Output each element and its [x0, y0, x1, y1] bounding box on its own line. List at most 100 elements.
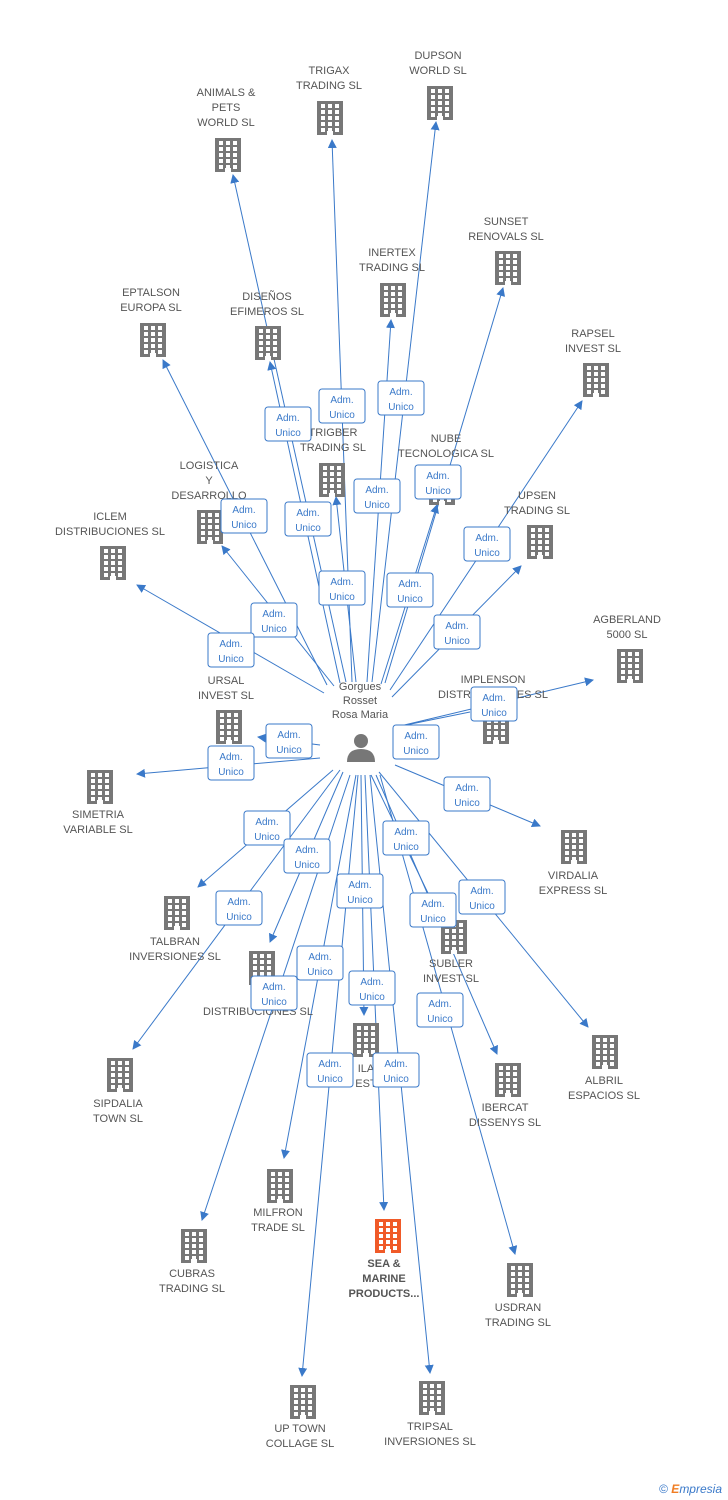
- company-label-line: RAPSEL: [571, 328, 614, 340]
- relationship-badge[interactable]: Adm.Unico: [409, 892, 457, 928]
- relationship-badge[interactable]: Adm.Unico: [215, 890, 263, 926]
- badge-text-line: Adm.: [404, 731, 427, 742]
- building-icon: [164, 896, 190, 930]
- company-label-line: CUBRAS: [169, 1268, 215, 1280]
- person-name-line: Rosset: [343, 695, 377, 707]
- relationship-badge[interactable]: Adm.Unico: [336, 873, 384, 909]
- relationship-badge[interactable]: Adm.Unico: [377, 380, 425, 416]
- badge-text-line: Adm.: [219, 639, 242, 650]
- badge-text-line: Unico: [218, 654, 244, 665]
- badge-layer: Adm.UnicoAdm.UnicoAdm.UnicoAdm.UnicoAdm.…: [207, 380, 518, 1088]
- relationship-badge[interactable]: Adm.Unico: [470, 686, 518, 722]
- badge-text-line: Unico: [469, 901, 495, 912]
- relationship-badge[interactable]: Adm.Unico: [296, 945, 344, 981]
- relationship-badge[interactable]: Adm.Unico: [414, 464, 462, 500]
- company-node-trigax-trading[interactable]: TRIGAX TRADING SL: [296, 65, 362, 135]
- company-label-line: EXPRESS SL: [539, 885, 607, 897]
- relationship-badge[interactable]: Adm.Unico: [243, 810, 291, 846]
- badge-text-line: Adm.: [330, 577, 353, 588]
- company-label-line: NUBE: [431, 433, 462, 445]
- badge-text-line: Unico: [317, 1074, 343, 1085]
- relationship-badge[interactable]: Adm.Unico: [433, 614, 481, 650]
- badge-text-line: Unico: [329, 592, 355, 603]
- building-icon: [380, 283, 406, 317]
- badge-text-line: Unico: [397, 594, 423, 605]
- building-icon: [427, 86, 453, 120]
- company-label-line: TRADING SL: [300, 442, 366, 454]
- badge-text-line: Unico: [388, 402, 414, 413]
- relationship-badge[interactable]: Adm. Unico: [318, 570, 366, 606]
- company-label-line: INERTEX: [368, 247, 416, 259]
- company-node-sea-marine-products[interactable]: SEA &MARINEPRODUCTS...: [349, 1219, 420, 1300]
- relationship-badge[interactable]: Adm.Unico: [463, 526, 511, 562]
- relationship-badge[interactable]: Adm.Unico: [458, 879, 506, 915]
- company-label-line: EST: [355, 1078, 377, 1090]
- building-icon: [495, 1063, 521, 1097]
- badge-text-line: Unico: [275, 428, 301, 439]
- relationship-badge[interactable]: Adm.Unico: [353, 478, 401, 514]
- company-label-line: TRIGAX: [309, 65, 351, 77]
- company-label-line: UPSEN: [518, 490, 556, 502]
- badge-text-line: Adm.: [365, 485, 388, 496]
- company-label-line: ICLEM: [93, 511, 127, 523]
- company-label-line: TRADE SL: [251, 1222, 305, 1234]
- relationship-badge[interactable]: Adm.Unico: [443, 776, 491, 812]
- building-icon: [592, 1035, 618, 1069]
- relationship-badge[interactable]: Adm.Unico: [306, 1052, 354, 1088]
- relationship-badge[interactable]: Adm. Unico: [207, 632, 255, 668]
- relationship-badge[interactable]: Adm.Unico: [265, 723, 313, 759]
- relationship-badge[interactable]: Adm.Unico: [250, 602, 298, 638]
- relationship-badge[interactable]: Adm.Unico: [250, 975, 298, 1011]
- badge-text-line: Unico: [474, 548, 500, 559]
- relationship-badge[interactable]: Adm.Unico: [318, 388, 366, 424]
- badge-text-line: Unico: [307, 967, 333, 978]
- relationship-badge[interactable]: Adm.Unico: [348, 970, 396, 1006]
- company-node-milfron-trade[interactable]: MILFRON TRADE SL: [251, 1169, 305, 1234]
- company-label-line: TRADING SL: [296, 80, 362, 92]
- badge-text-line: Adm.: [296, 508, 319, 519]
- building-icon: [216, 710, 242, 744]
- relationship-badge[interactable]: Adm.Unico: [386, 572, 434, 608]
- empresia-logo[interactable]: Empresia: [671, 1482, 722, 1496]
- relationship-badge[interactable]: Adm.Unico: [283, 838, 331, 874]
- relationship-badge[interactable]: Adm.Unico: [372, 1052, 420, 1088]
- relationship-badge[interactable]: Adm.Unico: [220, 498, 268, 534]
- building-icon: [353, 1023, 379, 1057]
- company-label-line: ALBRIL: [585, 1075, 623, 1087]
- badge-text-line: Unico: [481, 708, 507, 719]
- relationship-badge[interactable]: Adm.Unico: [416, 992, 464, 1028]
- badge-text-line: Adm.: [277, 730, 300, 741]
- company-label-line: MILFRON: [253, 1207, 303, 1219]
- relationship-badge[interactable]: Adm.Unico: [264, 406, 312, 442]
- relationship-badge[interactable]: Adm.Unico: [284, 501, 332, 537]
- relationship-badge[interactable]: Adm.Unico: [392, 724, 440, 760]
- relationship-badge[interactable]: Adm.Unico: [382, 820, 430, 856]
- relationship-badge[interactable]: Adm.Unico: [207, 745, 255, 781]
